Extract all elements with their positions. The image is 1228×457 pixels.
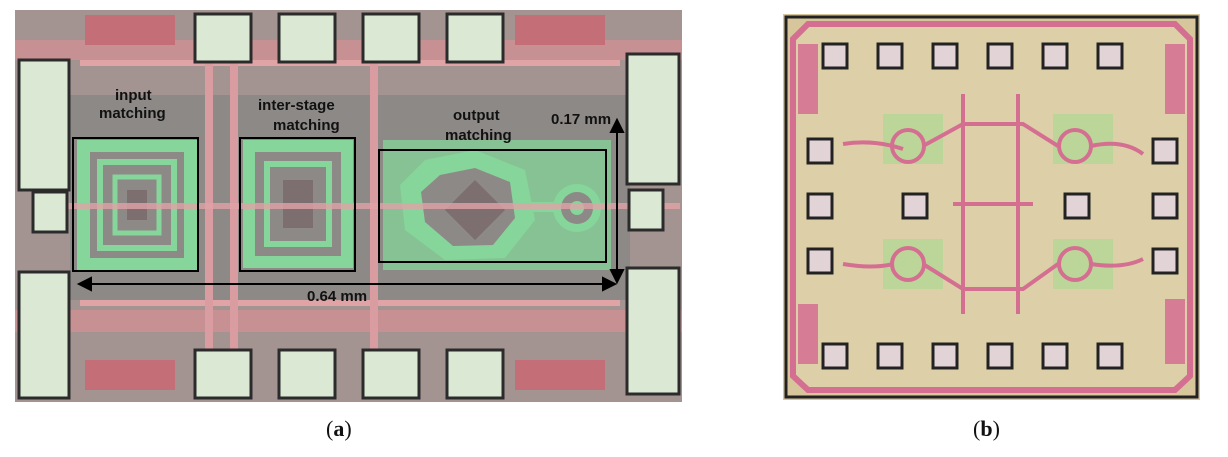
caption-a-letter: a: [333, 416, 345, 441]
height-dimension-label: 0.17 mm: [551, 111, 611, 128]
caption-b-open: (: [973, 416, 981, 441]
dimension-arrows: [76, 117, 625, 292]
caption-a-open: (: [326, 416, 334, 441]
width-dimension-label: 0.64 mm: [307, 288, 367, 305]
input-matching-label-line2: matching: [99, 105, 166, 122]
panel-a-caption: (a): [326, 416, 352, 442]
caption-a-close: ): [344, 416, 352, 441]
panel-b-caption: (b): [973, 416, 1000, 442]
annotation-boxes: [72, 137, 607, 272]
input-matching-label-line1: input: [115, 87, 152, 104]
caption-b-letter: b: [980, 416, 993, 441]
bond-pads-b: [806, 42, 1179, 370]
panel-b-micrograph: [783, 14, 1200, 400]
output-matching-label-line2: matching: [445, 127, 512, 144]
bond-pads: [17, 12, 681, 400]
panel-a-micrograph: input matching inter-stage matching outp…: [15, 10, 682, 402]
caption-b-close: ): [992, 416, 1000, 441]
inter-stage-label-line1: inter-stage: [258, 97, 335, 114]
output-matching-label-line1: output: [453, 107, 500, 124]
inter-stage-label-line2: matching: [273, 117, 340, 134]
